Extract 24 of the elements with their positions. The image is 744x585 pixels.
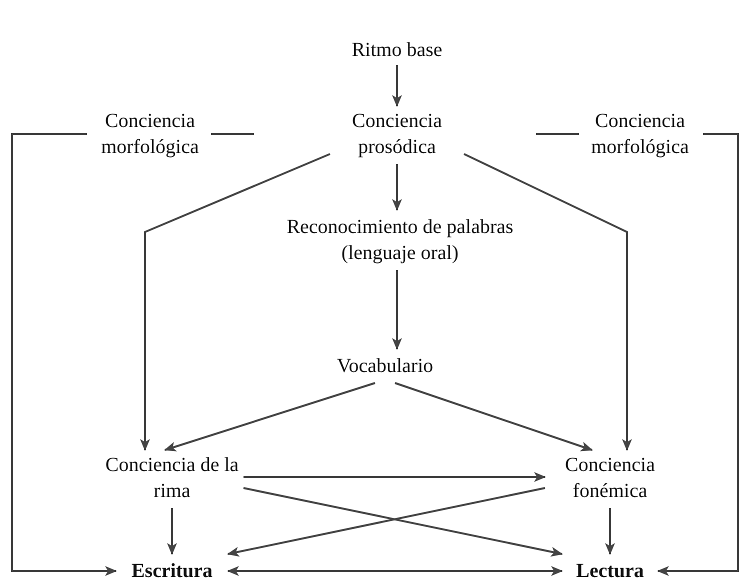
arrow	[394, 382, 593, 452]
node-label: Conciencia morfológica	[590, 109, 690, 160]
arrow	[164, 382, 376, 452]
arrow	[657, 133, 739, 576]
node-label: Vocabulario	[336, 354, 434, 379]
node-label: Ritmo base	[352, 38, 442, 63]
node-label: (lenguaje oral)	[341, 241, 459, 266]
arrow	[167, 508, 177, 555]
arrow	[392, 65, 402, 107]
arrow	[605, 508, 615, 555]
node-label: Lectura	[576, 559, 644, 584]
node-label: Conciencia de la rima	[104, 453, 240, 504]
node-label: Escritura	[131, 559, 213, 584]
node-label: Conciencia fonémica	[564, 453, 656, 504]
arrow	[227, 566, 563, 576]
arrow	[392, 270, 402, 350]
arrow	[464, 153, 632, 451]
node-label: Conciencia prosódica	[351, 109, 443, 160]
node-label: Conciencia morfológica	[100, 109, 200, 160]
node-label: Reconocimiento de palabras	[286, 215, 514, 240]
arrow	[392, 164, 402, 211]
arrow	[140, 153, 330, 451]
arrow	[244, 472, 546, 482]
arrow	[11, 133, 117, 576]
